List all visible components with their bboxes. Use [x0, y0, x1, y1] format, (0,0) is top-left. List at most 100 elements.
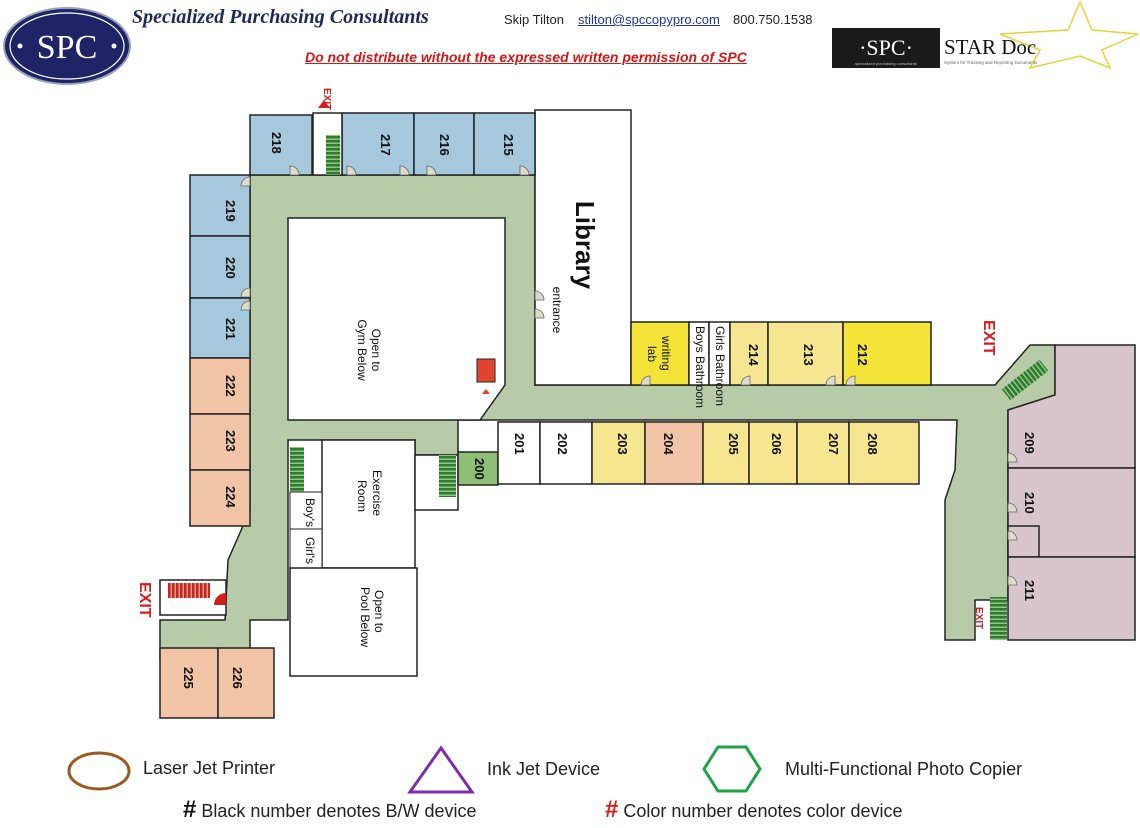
door-icon — [1007, 502, 1018, 513]
mfp-copier-icon — [702, 745, 762, 793]
girls-label: Girl's — [303, 537, 317, 564]
laser-printer-icon — [67, 751, 131, 791]
room-224[interactable] — [189, 469, 251, 527]
color-printer-marker[interactable] — [476, 358, 496, 383]
door-icon — [289, 165, 300, 176]
room-number: 211 — [1022, 580, 1037, 601]
boys-restroom[interactable] — [289, 491, 323, 530]
distribution-warning: Do not distribute without the expressed … — [305, 49, 747, 65]
room-number: 216 — [437, 134, 452, 156]
svg-text:·SPC·: ·SPC· — [859, 35, 913, 60]
exit-label-southeast: EXIT — [973, 607, 984, 629]
room-number: 210 — [1022, 492, 1037, 514]
room-200[interactable] — [457, 451, 499, 486]
room-225[interactable] — [159, 647, 219, 719]
gym-area — [287, 217, 506, 421]
svg-text:SPC: SPC — [37, 29, 98, 66]
floor-plan: Open to Gym Below Library entrance EXIT … — [136, 88, 1136, 719]
writing-lab[interactable] — [630, 321, 690, 386]
room-number: 207 — [826, 433, 841, 455]
stairs-icon — [290, 447, 304, 492]
door-icon — [240, 287, 251, 298]
pool-area — [289, 567, 418, 677]
room-223[interactable] — [189, 413, 251, 471]
room-203[interactable] — [591, 421, 646, 485]
room-204[interactable] — [644, 421, 704, 485]
room-number: 221 — [223, 318, 238, 340]
room-212[interactable] — [842, 321, 932, 386]
room-207[interactable] — [796, 421, 850, 485]
printer-arrow-icon — [482, 389, 490, 394]
room-number: 218 — [269, 132, 284, 154]
legend-laser-label: Laser Jet Printer — [143, 758, 276, 778]
inkjet-device-icon — [407, 745, 475, 794]
svg-text:specialized purchasing consult: specialized purchasing consultants — [855, 61, 917, 66]
room-205[interactable] — [702, 421, 750, 485]
room-220[interactable] — [189, 235, 251, 299]
room-number: 217 — [378, 134, 393, 156]
room-number: 204 — [661, 433, 676, 455]
room-number: 206 — [769, 433, 784, 455]
door-icon — [240, 300, 251, 311]
room-number: 208 — [865, 433, 880, 455]
boys-bathroom-label: Boys Bathroom — [693, 326, 707, 408]
room-219[interactable] — [189, 174, 251, 237]
door-icon — [519, 165, 530, 176]
color-note-text: Color number denotes color device — [623, 801, 903, 821]
door-icon — [346, 165, 357, 176]
girls-bathroom-label: Girls Bathroom — [713, 326, 727, 406]
room-208[interactable] — [848, 421, 920, 485]
gym-label-1: Open to — [369, 329, 383, 372]
legend-color-note: # Color number denotes color device — [605, 796, 903, 824]
library[interactable] — [534, 109, 632, 386]
door-icon — [640, 375, 651, 386]
exercise-label-1: Exercise — [370, 470, 384, 516]
room-221[interactable] — [189, 297, 251, 359]
door-icon — [825, 375, 836, 386]
room-number: 224 — [223, 486, 238, 508]
exit-arrow-icon — [318, 100, 330, 108]
bw-hash-icon: # — [183, 796, 197, 823]
room-210-closet[interactable] — [1007, 525, 1040, 558]
room-206[interactable] — [748, 421, 798, 485]
room-201[interactable] — [497, 421, 541, 485]
room-number: 222 — [223, 375, 238, 397]
door-icon — [845, 375, 856, 386]
room-215[interactable] — [473, 112, 536, 176]
door-icon — [534, 308, 545, 319]
room-number: 209 — [1022, 432, 1037, 454]
stairs-icon — [1001, 359, 1049, 401]
door-icon — [240, 176, 251, 187]
door-icon — [740, 375, 751, 386]
stairs-icon — [990, 597, 1007, 640]
bw-note-text: Black number denotes B/W device — [201, 801, 477, 821]
room-number: 223 — [223, 430, 238, 452]
door-icon — [426, 165, 437, 176]
boys-label: Boy's — [303, 498, 317, 527]
room-214[interactable] — [729, 321, 769, 386]
exercise-room[interactable] — [321, 439, 416, 569]
pool-label-2: Pool Below — [358, 587, 372, 647]
room-number: 201 — [512, 433, 527, 455]
room-218[interactable] — [249, 114, 313, 176]
room-number: 200 — [472, 458, 487, 480]
gym-label-2: Gym Below — [355, 319, 369, 381]
girls-restroom[interactable] — [289, 528, 323, 569]
svg-text:System for Tracking and Report: System for Tracking and Reporting Docume… — [944, 60, 1038, 65]
room-226[interactable] — [217, 647, 275, 719]
room-number: 226 — [230, 667, 245, 689]
stairs-icon — [168, 583, 210, 598]
pool-label-1: Open to — [372, 590, 386, 633]
room-222[interactable] — [189, 357, 251, 415]
room-217[interactable] — [341, 112, 415, 176]
contact-email-link[interactable]: stilton@spccopypro.com — [578, 12, 720, 27]
room-213[interactable] — [767, 321, 844, 386]
room-211[interactable] — [1007, 556, 1136, 641]
library-entrance-label: entrance — [550, 287, 564, 334]
exercise-label-2: Room — [355, 480, 369, 512]
room-number: 213 — [801, 344, 816, 366]
exit-label-north: EXIT — [321, 88, 332, 110]
legend-mfp-label: Multi-Functional Photo Copier — [785, 759, 1023, 779]
stairs-icon — [439, 455, 456, 497]
color-hash-icon: # — [605, 796, 619, 823]
